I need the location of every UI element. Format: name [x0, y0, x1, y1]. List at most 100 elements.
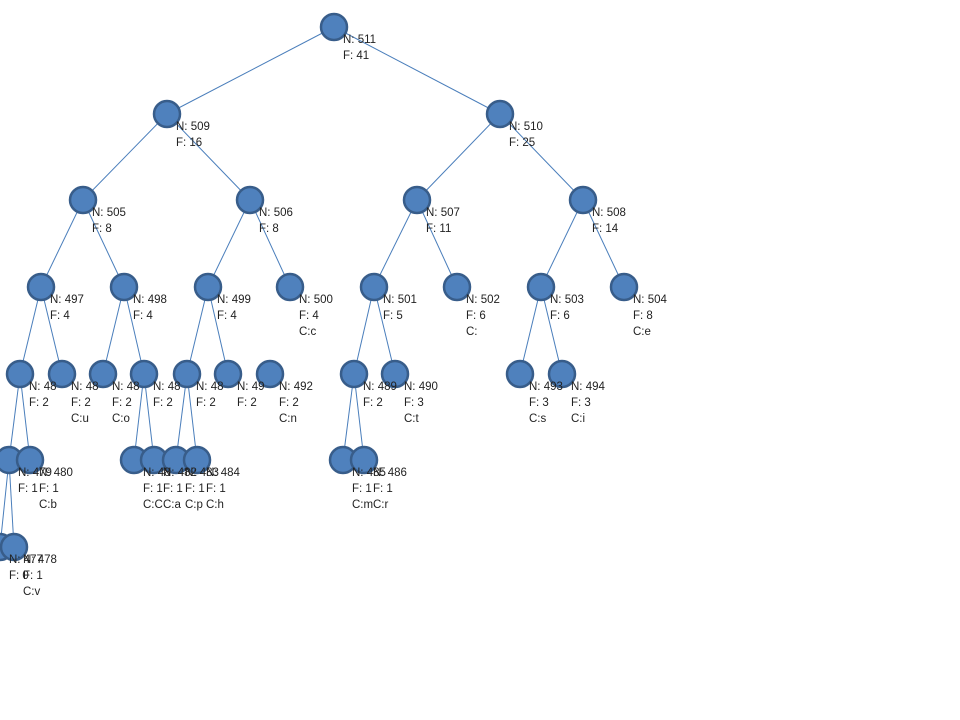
tree-node-circle — [349, 445, 379, 475]
tree-node-circle — [442, 272, 472, 302]
tree-node-label-line: F: 14 — [592, 223, 619, 235]
tree-node-label-line: N: 479 — [18, 467, 52, 479]
tree-edge — [540, 199, 584, 288]
tree-edge — [8, 373, 21, 461]
tree-node-label-line: C:p — [185, 499, 203, 511]
tree-node-label-line: F: 3 — [571, 397, 591, 409]
tree-node-label-line: C:h — [206, 499, 224, 511]
tree-node-label-line: N: 483 — [185, 467, 219, 479]
tree-node-label-line: N: 511 — [343, 34, 376, 46]
tree-node-label: N: 499 F: 4 — [217, 294, 251, 322]
tree-node-label-line: F: 6 — [466, 310, 486, 322]
tree-edge — [82, 199, 125, 288]
tree-node-label-line: F: 3 — [529, 397, 549, 409]
tree-node-label-line: C:s — [529, 413, 547, 425]
tree-edge — [8, 459, 15, 548]
tree-node-label-line: F: 2 — [363, 397, 383, 409]
tree-node-label-line: C:C — [143, 499, 163, 511]
tree-node-label-line: N: 48 — [112, 381, 140, 393]
tree-node-label-line: C:m — [352, 499, 373, 511]
tree-node-label-line: F: 2 — [237, 397, 257, 409]
tree-node-label-line: N: 493 — [529, 381, 563, 393]
tree-node-label-line: F: 4 — [50, 310, 70, 322]
tree-node-label-line: N: 492 — [279, 381, 313, 393]
tree-node-circle — [26, 272, 56, 302]
tree-node-label-line: F: 1 — [18, 483, 38, 495]
tree-nodes — [0, 12, 639, 562]
tree-node-label-line: N: 490 — [404, 381, 438, 393]
tree-node-label-line: C:c — [299, 326, 317, 338]
tree-node-label-line: F: 8 — [633, 310, 653, 322]
tree-node-label-line: N: 48 — [71, 381, 99, 393]
tree-node-circle — [609, 272, 639, 302]
tree-node-circle — [0, 532, 29, 562]
tree-edge — [416, 199, 458, 288]
tree-node-label-line: F: 6 — [550, 310, 570, 322]
tree-node-circle — [68, 185, 98, 215]
tree-node-circle — [485, 99, 515, 129]
tree-node-circle — [182, 445, 212, 475]
tree-node-label: N: 489 F: 2 — [363, 381, 397, 409]
tree-node-circle — [339, 359, 369, 389]
tree-edge — [207, 286, 229, 375]
tree-edge — [416, 113, 501, 201]
tree-node-label-line: C:a — [163, 499, 182, 511]
tree-edge — [19, 373, 31, 461]
tree-edge — [19, 286, 42, 375]
tree-node-circle — [255, 359, 285, 389]
tree-node-label-line: N: 478 — [23, 554, 57, 566]
tree-node-circle — [402, 185, 432, 215]
tree-node-circle — [319, 12, 349, 42]
tree-edge — [0, 459, 10, 548]
tree-node-label-line: N: 501 — [383, 294, 417, 306]
tree-node-label-line: N: 494 — [571, 381, 605, 393]
tree-node-label: N: 508 F: 14 — [592, 207, 626, 235]
tree-node-circle — [213, 359, 243, 389]
tree-node-label-line: F: 1 — [206, 483, 226, 495]
tree-edge — [373, 199, 418, 288]
tree-node-label-line: N: 497 — [50, 294, 84, 306]
tree-edge — [166, 26, 335, 115]
tree-node-label-line: C:e — [633, 326, 651, 338]
tree-edge — [519, 286, 542, 375]
tree-node-label-line: N: 499 — [217, 294, 251, 306]
tree-node-label-line: C:b — [39, 499, 57, 511]
tree-edge — [133, 373, 145, 461]
tree-node-label-line: F: 4 — [217, 310, 237, 322]
tree-edge — [207, 199, 251, 288]
tree-edge — [540, 286, 563, 375]
tree-node-circle — [47, 359, 77, 389]
tree-node-label-line: N: 498 — [133, 294, 167, 306]
tree-edge — [175, 373, 188, 461]
tree-node-label-line: F: 2 — [71, 397, 91, 409]
tree-edge — [333, 26, 501, 115]
tree-node-label-line: N: 508 — [592, 207, 626, 219]
tree-node-label: N: 479 F: 1 — [18, 467, 52, 495]
tree-node-label-line: C:v — [23, 586, 41, 598]
tree-node-label-line: N: 489 — [363, 381, 397, 393]
tree-node-label-line: F: 11 — [426, 223, 451, 235]
tree-node-label-line: N: 48 — [153, 381, 181, 393]
tree-node-circle — [526, 272, 556, 302]
tree-node-label-line: C:i — [571, 413, 585, 425]
tree-edge — [342, 373, 355, 461]
tree-edge — [166, 113, 251, 201]
tree-node-label-line: F: 8 — [92, 223, 112, 235]
